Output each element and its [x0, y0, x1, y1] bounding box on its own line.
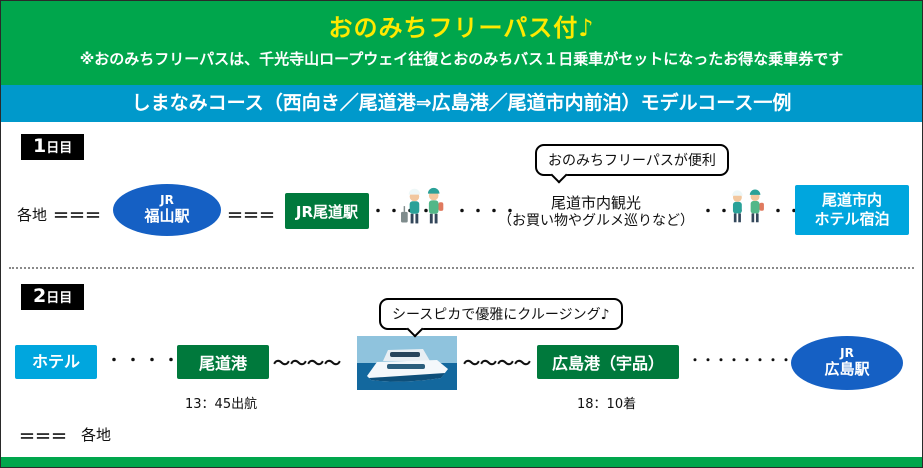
- day2-unit: 日目: [46, 291, 73, 306]
- onomichi-hotel-stay: 尾道市内 ホテル宿泊: [795, 185, 909, 235]
- day1-callout-text: おのみちフリーパスが便利: [548, 153, 716, 169]
- jr-fukuyama-line2: 福山駅: [144, 207, 190, 226]
- day2-cruise-callout: シースピカで優雅にクルージング♪: [379, 298, 623, 338]
- sightseeing-line2: （お買い物やグルメ巡りなど）: [498, 212, 694, 229]
- hiroshima-port-box: 広島港（宇品）: [537, 345, 679, 379]
- jr-onomichi-station: JR尾道駅: [285, 193, 369, 229]
- rail-line-symbol: ＝＝＝: [53, 206, 102, 225]
- seaspica-ship-image: [357, 336, 457, 390]
- flyer-subtitle: ※おのみちフリーパスは、千光寺山ロープウェイ往復とおのみちバス１日乗車がセットに…: [79, 50, 844, 68]
- flyer-title: おのみちフリーパス付♪: [328, 14, 595, 42]
- travelers-icon: [732, 189, 764, 223]
- day-separator-line: [9, 267, 914, 269]
- sightseeing-text: 尾道市内観光 （お買い物やグルメ巡りなど）: [493, 194, 699, 230]
- sea-route-wave: ～～～～: [273, 354, 341, 374]
- course-title-bar: しまなみコース（西向き／尾道港⇒広島港／尾道市内前泊）モデルコース一例: [1, 85, 922, 122]
- callout-tail-icon: [550, 166, 568, 184]
- jr-hiroshima-line1: JR: [840, 346, 854, 361]
- walk-dots: ・・・・: [455, 204, 519, 220]
- day1-number: 1: [33, 135, 47, 157]
- day2-number: 2: [33, 285, 47, 307]
- jr-hiroshima-line2: 広島駅: [824, 360, 870, 379]
- day2-callout-text: シースピカで優雅にクルージング♪: [392, 307, 610, 323]
- arrival-time: 18：10着: [577, 397, 637, 412]
- day1-unit: 日目: [46, 141, 73, 156]
- hotel-stay-line1: 尾道市内: [821, 191, 882, 210]
- itinerary-panel: 1日目 おのみちフリーパスが便利 各地 ＝＝＝ JR 福山駅 ＝＝＝ JR尾道駅…: [1, 122, 922, 457]
- jr-hiroshima-station: JR 広島駅: [791, 336, 903, 390]
- rail-line-symbol: ＝＝＝: [227, 206, 276, 225]
- hotel-box: ホテル: [15, 345, 97, 379]
- jr-fukuyama-line1: JR: [160, 193, 174, 208]
- day2-label: 2日目: [21, 284, 85, 310]
- callout-tail-icon: [406, 320, 424, 338]
- departure-time: 13：45出航: [185, 397, 258, 412]
- day1-freepass-callout: おのみちフリーパスが便利: [535, 144, 729, 184]
- day1-label: 1日目: [21, 134, 85, 160]
- walk-dots: ・・・・: [107, 353, 183, 369]
- walk-dots: ・・・・: [701, 204, 765, 220]
- sightseeing-line1: 尾道市内観光: [550, 194, 641, 212]
- transfer-dots: ・・・・・・・・・: [689, 353, 807, 367]
- footer-destination-label: 各地: [81, 426, 112, 444]
- sea-route-wave: ～～～～: [463, 354, 531, 374]
- travelers-icon: [401, 187, 444, 224]
- jr-fukuyama-station: JR 福山駅: [113, 184, 221, 236]
- onomichi-port-box: 尾道港: [177, 345, 269, 379]
- hotel-stay-line2: ホテル宿泊: [814, 210, 890, 228]
- rail-line-symbol: ＝＝＝: [19, 427, 68, 446]
- day1-origin-label: 各地: [17, 206, 48, 224]
